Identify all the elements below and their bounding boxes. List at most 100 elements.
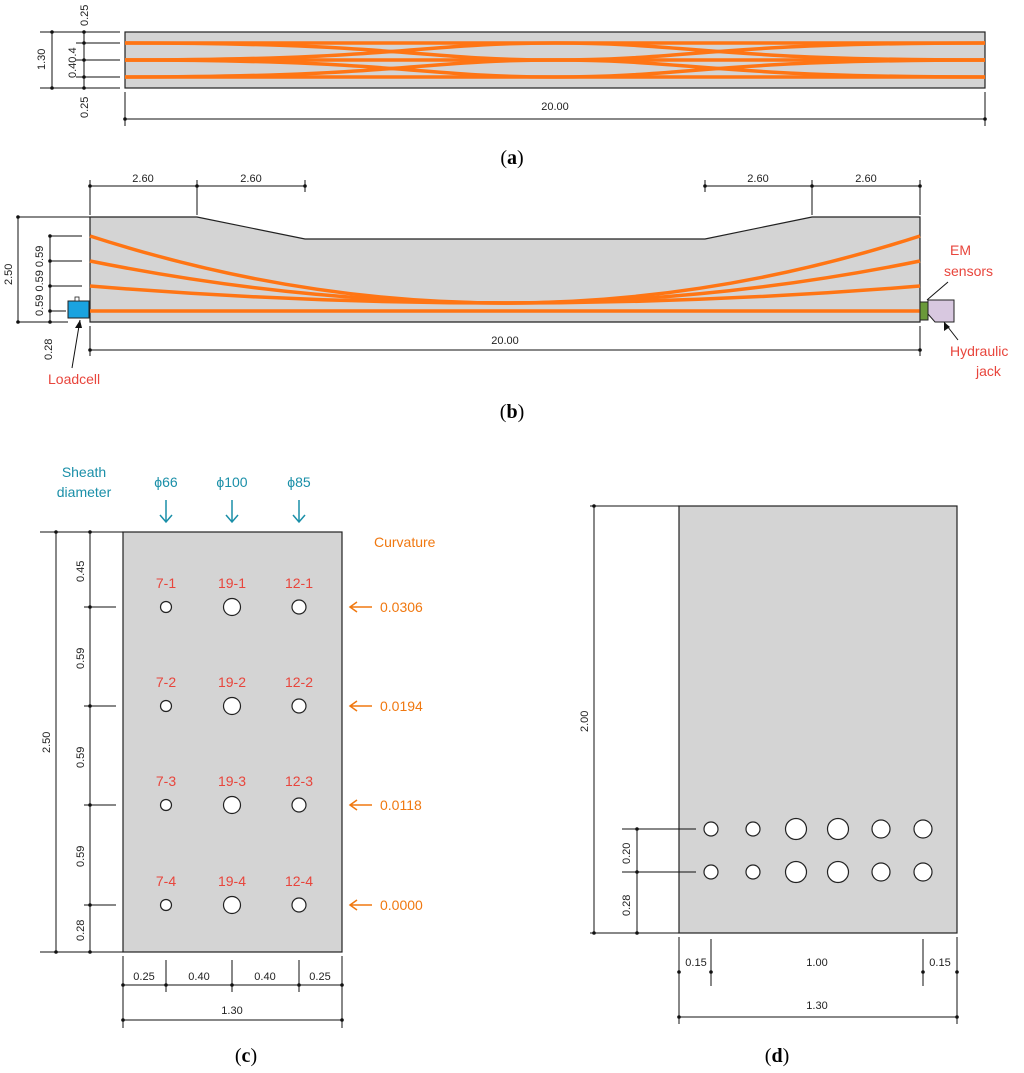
curvature-arrow <box>348 700 372 712</box>
duct-d <box>871 862 891 882</box>
duct-hole <box>159 798 173 812</box>
dim-b-top-left-1: 2.60 <box>132 173 153 185</box>
dim-d-mid: 1.00 <box>806 957 827 969</box>
em-sensor-device <box>919 301 929 321</box>
curvature-arrow <box>348 799 372 811</box>
sheath-label-1: Sheath <box>62 464 106 480</box>
dim-d-height: 2.00 <box>579 711 591 732</box>
duct-d <box>784 817 808 841</box>
dim-c-v-1: 0.59 <box>75 648 87 669</box>
duct-d <box>703 821 719 837</box>
dim-b-top: 2.60 2.60 2.60 2.60 <box>88 173 922 215</box>
duct-d <box>703 864 719 880</box>
panel-a: 0.25 1.30 0.40.4 0.25 20.00 (a) <box>36 5 987 169</box>
duct-hole <box>222 597 242 617</box>
dim-c-h-1: 0.40 <box>188 971 209 983</box>
tendon-id-label: 12-3 <box>285 773 313 789</box>
tendon-id-label: 7-2 <box>156 674 176 690</box>
dim-c-width: 1.30 <box>221 1005 242 1017</box>
duct-hole <box>291 897 307 913</box>
hydraulic-jack-device <box>927 299 955 323</box>
dim-c-h-0: 0.25 <box>133 971 154 983</box>
duct-hole <box>291 599 307 615</box>
dim-b-length-label: 20.00 <box>491 335 519 347</box>
label-loadcell: Loadcell <box>48 371 100 387</box>
dim-a-vertical: 0.25 1.30 0.40.4 0.25 <box>36 5 120 118</box>
duct-hole <box>222 795 242 815</box>
dim-a-mid: 0.40.4 <box>67 47 79 78</box>
ducts-d <box>703 817 933 884</box>
dim-d-width: 1.30 <box>806 1000 827 1012</box>
dim-d-right: 0.15 <box>929 957 950 969</box>
dim-b-top-right-2: 2.60 <box>855 173 876 185</box>
tendon-id-label: 7-4 <box>156 873 176 889</box>
dim-c-h-3: 0.25 <box>309 971 330 983</box>
dim-a-bottom: 0.25 <box>79 97 91 118</box>
tendon-id-label: 7-3 <box>156 773 176 789</box>
tendon-a-5 <box>124 41 986 62</box>
tendon-id-label: 19-1 <box>218 575 246 591</box>
duct-hole <box>159 600 173 614</box>
dim-c-horizontal: 0.25 0.40 0.40 0.25 1.30 <box>121 956 344 1028</box>
duct-d <box>784 860 808 884</box>
label-loadcell-group: Loadcell <box>48 319 100 387</box>
label-jack-2: jack <box>975 363 1002 379</box>
panel-d: 2.00 0.20 0.28 0.15 1.00 0.15 1.30 (d) <box>579 504 959 1067</box>
sheath-label-2: diameter <box>57 484 112 500</box>
dim-b-spacing: 0.59 0.59 0.59 <box>34 246 46 316</box>
dim-a-height: 1.30 <box>36 49 48 70</box>
diam-2: ϕ100 <box>216 474 247 490</box>
dim-b-length: 20.00 <box>88 326 922 356</box>
duct-d <box>745 864 761 880</box>
dim-d-bottom: 0.28 <box>621 895 633 916</box>
dim-d-left: 0.15 <box>685 957 706 969</box>
duct-hole <box>222 895 242 915</box>
dim-c-h-2: 0.40 <box>254 971 275 983</box>
diam-arrows <box>159 500 306 524</box>
tendon-id-label: 19-3 <box>218 773 246 789</box>
section-c <box>122 531 343 953</box>
dim-b-vertical: 2.50 0.59 0.59 0.59 0.28 <box>3 215 90 360</box>
duct-hole <box>159 699 173 713</box>
tendon-id-label: 7-1 <box>156 575 176 591</box>
curvature-value: 0.0118 <box>380 797 422 813</box>
curvature-arrow <box>348 899 372 911</box>
caption-d: (d) <box>765 1045 789 1067</box>
dim-b-top-right-1: 2.60 <box>747 173 768 185</box>
duct-d <box>745 821 761 837</box>
curvature-value: 0.0194 <box>380 698 423 714</box>
beam-b-profile <box>89 216 921 323</box>
tendon-id-label: 12-1 <box>285 575 313 591</box>
loadcell-device <box>67 300 90 319</box>
tendon-id-label: 19-4 <box>218 873 246 889</box>
duct-d <box>826 860 850 884</box>
dim-b-bottom: 0.28 <box>43 339 55 360</box>
section-d <box>678 505 958 934</box>
dim-c-v-4: 0.28 <box>75 920 87 941</box>
tendon-a-7 <box>124 58 986 79</box>
tendon-a-6 <box>124 58 986 79</box>
tendons-b <box>89 234 921 313</box>
caption-a: (a) <box>500 147 523 169</box>
tendon-id-label: 19-2 <box>218 674 246 690</box>
dim-a-top: 0.25 <box>79 5 91 26</box>
label-jack-1: Hydraulic <box>950 343 1008 359</box>
tendon-id-label: 12-4 <box>285 873 313 889</box>
curvature-arrow <box>348 601 372 613</box>
duct-hole <box>222 696 242 716</box>
duct-d <box>913 819 933 839</box>
label-em-group: EM sensors <box>926 242 993 301</box>
label-em-2: sensors <box>944 263 993 279</box>
tendons-a <box>124 41 986 79</box>
duct-hole <box>291 698 307 714</box>
loadcell-cap <box>74 296 80 302</box>
duct-hole <box>159 898 173 912</box>
curvature-value: 0.0000 <box>380 897 423 913</box>
caption-c: (c) <box>235 1045 257 1067</box>
tendon-b-3 <box>89 284 921 305</box>
duct-d <box>871 819 891 839</box>
diam-3: ϕ85 <box>287 474 311 490</box>
dim-c-v-0: 0.45 <box>75 561 87 582</box>
